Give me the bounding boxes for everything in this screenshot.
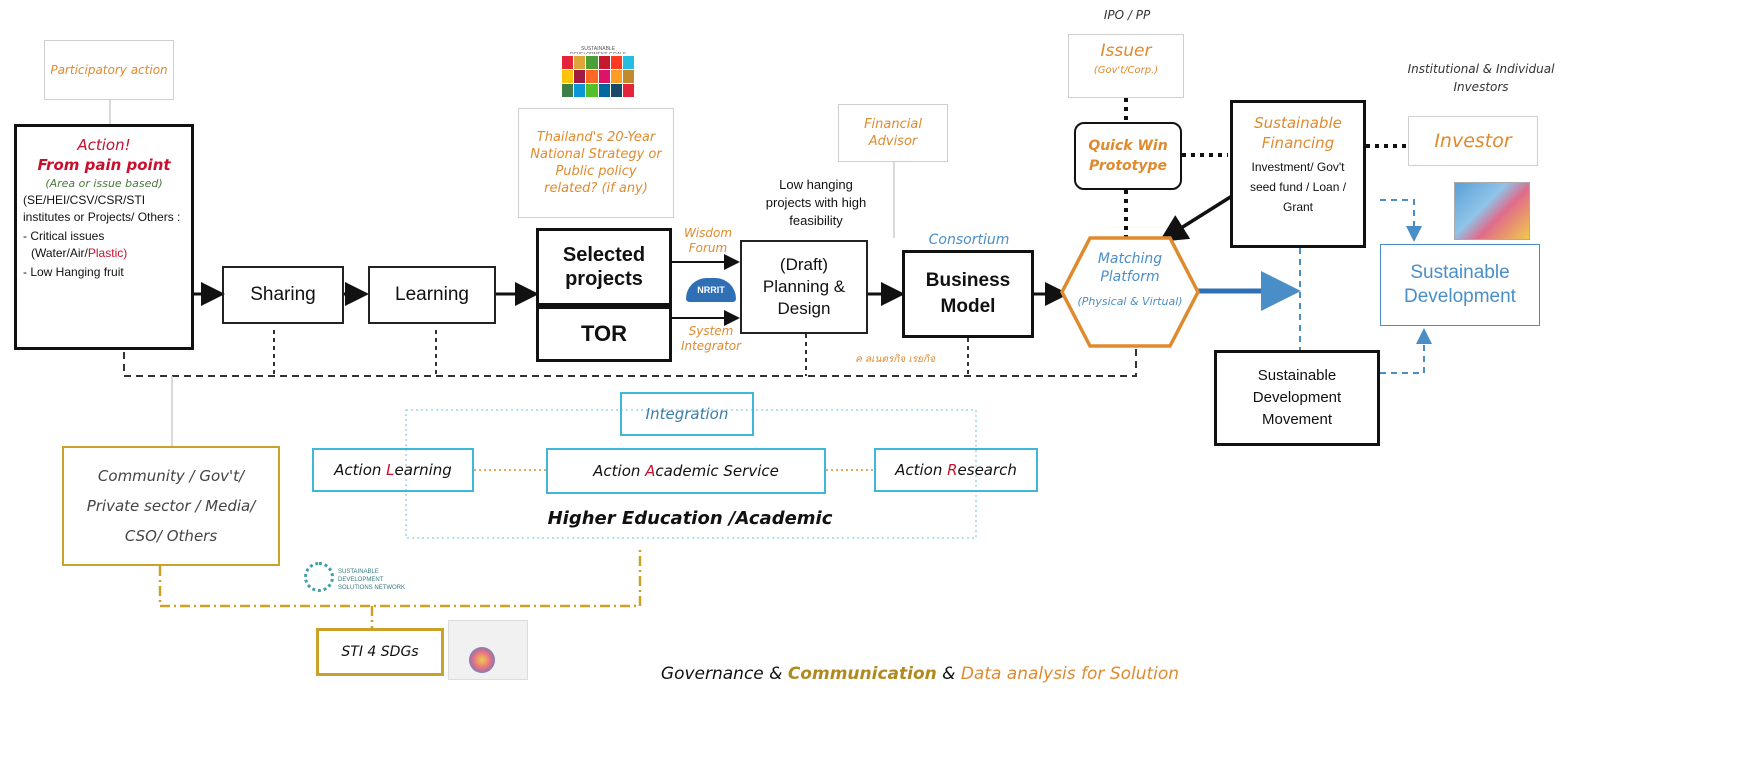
action-academic-service-box[interactable]: Action Academic Service <box>546 448 826 494</box>
action-low-hanging: - Low Hanging fruit <box>23 265 124 279</box>
quick-win-box: Quick Win Prototype <box>1074 122 1182 190</box>
sti-label: STI 4 SDGs <box>341 644 419 660</box>
ipo-label: IPO / PP <box>1103 8 1151 22</box>
dashed-movement-sd <box>1380 328 1432 374</box>
sustainable-development-box: Sustainable Development <box>1380 244 1540 326</box>
community-box: Community / Gov't/ Private sector / Medi… <box>62 446 280 566</box>
sd-movement-box: Sustainable Development Movement <box>1214 350 1380 446</box>
business-model-box: Business Model <box>902 250 1034 338</box>
issuer-sublabel: (Gov't/Corp.) <box>1093 65 1159 76</box>
sti-thumbnail-image <box>448 620 528 680</box>
learning-box: Learning <box>368 266 496 324</box>
action-learning-label: Action Learning <box>334 461 452 479</box>
financial-advisor-box: Financial Advisor <box>838 104 948 162</box>
planning-label: (Draft) Planning & Design <box>762 255 846 318</box>
financial-advisor-label: Financial Advisor <box>864 117 922 149</box>
action-critical-list-b: Plastic) <box>87 246 128 260</box>
dashed-financing-sd <box>1380 199 1422 242</box>
sdsn-logo-text: SUSTAINABLE DEVELOPMENT SOLUTIONS NETWOR… <box>338 569 406 591</box>
integration-label: Integration <box>645 405 729 423</box>
action-title: Action! <box>77 136 131 154</box>
tor-label: TOR <box>580 321 628 346</box>
action-critical-list: (Water/Air/Plastic) <box>23 245 185 262</box>
tor-box: TOR <box>536 306 672 362</box>
system-integrator-label: System Integrator <box>680 324 742 353</box>
sd-movement-label: Sustainable Development Movement <box>1252 367 1342 428</box>
institutional-investors-label: Institutional & Individual Investors <box>1407 62 1555 94</box>
business-model-label: Business Model <box>925 270 1011 317</box>
participatory-action-box: Participatory action <box>44 40 174 100</box>
action-research-pre: Action <box>895 461 948 479</box>
footer-data-analysis: Data analysis for Solution <box>960 664 1180 684</box>
selected-projects-label: Selected projects <box>562 244 646 290</box>
community-label: Community / Gov't/ Private sector / Medi… <box>86 467 256 545</box>
planning-box: (Draft) Planning & Design <box>740 240 868 334</box>
sustainable-development-label: Sustainable Development <box>1404 262 1516 307</box>
footer-governance: Governance & Communication & Data analys… <box>570 664 1270 684</box>
action-learning-hl: L <box>386 461 395 479</box>
sdsn-logo: SUSTAINABLE DEVELOPMENT SOLUTIONS NETWOR… <box>304 560 418 598</box>
sharing-label: Sharing <box>250 284 316 305</box>
matching-platform-sublabel: (Physical & Virtual) <box>1077 295 1183 308</box>
action-actors: (SE/HEI/CSV/CSR/STI institutes or Projec… <box>23 193 181 224</box>
issuer-box: Issuer (Gov't/Corp.) <box>1068 34 1184 98</box>
action-research-hl: R <box>947 461 958 479</box>
arrow-financing-matching <box>1159 194 1233 242</box>
sustainable-financing-body: Investment/ Gov't seed fund / Loan / Gra… <box>1249 160 1347 214</box>
participatory-label: Participatory action <box>50 62 168 77</box>
nrrit-logo-text: NRRIT <box>697 285 725 295</box>
integration-box: Integration <box>620 392 754 436</box>
matching-platform-label: Matching Platform <box>1097 251 1163 285</box>
action-academic-label: Action Academic Service <box>593 462 779 480</box>
thai-note: ค ลเนตรกิจ เรยกิจ <box>855 354 935 365</box>
sdg-logo-text: SUSTAINABLE DEVELOPMENT GOALS <box>570 46 626 54</box>
higher-education-label: Higher Education /Academic <box>547 508 833 529</box>
investor-box: Investor <box>1408 116 1538 166</box>
thailand-strategy-label: Thailand's 20-Year National Strategy or … <box>530 130 662 196</box>
action-learning-pre: Action <box>334 461 387 479</box>
action-critical-issues: - Critical issues <box>23 229 105 243</box>
dashed-bus <box>123 326 1137 377</box>
issuer-label: Issuer <box>1100 41 1152 61</box>
sd-thumbnail-image <box>1454 182 1530 240</box>
action-learning-box[interactable]: Action Learning <box>312 448 474 492</box>
action-research-box[interactable]: Action Research <box>874 448 1038 492</box>
action-research-post: esearch <box>957 461 1017 479</box>
consortium-label: Consortium <box>928 232 1010 248</box>
sti-box: STI 4 SDGs <box>316 628 444 676</box>
learning-label: Learning <box>395 284 469 305</box>
matching-platform-hexagon <box>1060 236 1200 348</box>
wisdom-forum-label: Wisdom Forum <box>683 226 733 255</box>
sustainable-financing-box: Sustainable Financing Investment/ Gov't … <box>1230 100 1366 248</box>
action-academic-hl: A <box>645 462 656 480</box>
action-learning-post: earning <box>394 461 452 479</box>
action-academic-post: cademic Service <box>655 462 779 480</box>
footer-communication: Communication <box>787 664 937 684</box>
gold-connector <box>158 548 642 608</box>
sdg-logo: SUSTAINABLE DEVELOPMENT GOALS <box>562 46 634 100</box>
selected-projects-box: Selected projects <box>536 228 672 306</box>
quick-win-label: Quick Win Prototype <box>1088 138 1168 174</box>
low-hanging-label: Low hanging projects with high feasibili… <box>765 177 867 228</box>
action-scope: (Area or issue based) <box>45 177 163 190</box>
footer-governance-text: Governance & <box>660 664 788 684</box>
footer-amp: & <box>936 664 961 684</box>
nrrit-logo: NRRIT <box>686 278 736 302</box>
sustainable-financing-title: Sustainable Financing <box>1254 114 1342 152</box>
sharing-box: Sharing <box>222 266 344 324</box>
action-box: Action! From pain point (Area or issue b… <box>14 124 194 350</box>
action-academic-pre: Action <box>593 462 646 480</box>
action-critical-list-a: (Water/Air/ <box>31 246 88 260</box>
action-research-label: Action Research <box>895 461 1017 479</box>
investor-label: Investor <box>1434 130 1512 152</box>
thailand-strategy-box: Thailand's 20-Year National Strategy or … <box>518 108 674 218</box>
action-subtitle: From pain point <box>37 156 171 174</box>
